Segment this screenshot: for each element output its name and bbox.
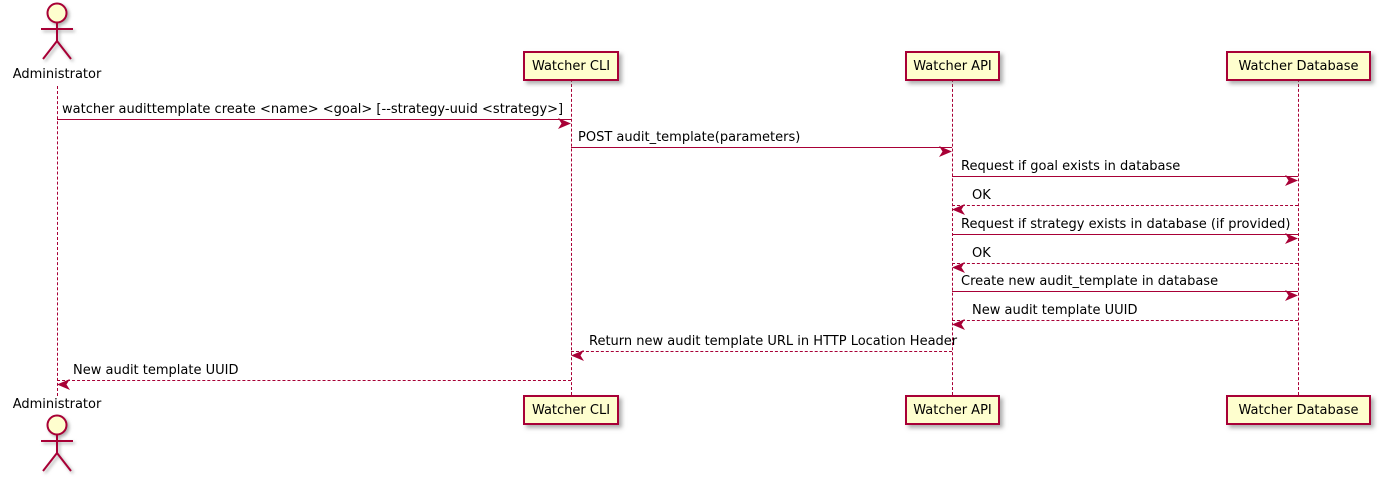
participant-label: Watcher CLI bbox=[531, 58, 611, 74]
message-label: Create new audit_template in database bbox=[961, 274, 1219, 289]
arrowhead-right-icon bbox=[939, 142, 952, 157]
message-line bbox=[952, 234, 1298, 235]
arrowhead-right-icon bbox=[1285, 229, 1298, 244]
message-line bbox=[952, 320, 1298, 321]
message-label: watcher audittemplate create <name> <goa… bbox=[62, 102, 564, 117]
participant-box-watcher-cli-bottom: Watcher CLI bbox=[523, 395, 619, 425]
message-label: New audit template UUID bbox=[972, 303, 1138, 318]
participant-box-watcher-api-bottom: Watcher API bbox=[905, 395, 1000, 425]
arrowhead-left-icon bbox=[571, 346, 584, 361]
message-line bbox=[952, 263, 1298, 264]
message-label: Request if strategy exists in database (… bbox=[961, 217, 1291, 232]
arrowhead-left-icon bbox=[952, 258, 965, 273]
actor-icon bbox=[35, 2, 79, 70]
message-label: OK bbox=[972, 246, 991, 261]
arrowhead-left-icon bbox=[57, 375, 70, 390]
message-line bbox=[571, 147, 952, 148]
participant-box-watcher-cli-top: Watcher CLI bbox=[523, 51, 619, 81]
message-line bbox=[57, 119, 571, 120]
lifeline-administrator bbox=[57, 86, 58, 396]
message-line bbox=[952, 291, 1298, 292]
message-label: Request if goal exists in database bbox=[961, 159, 1181, 174]
message-line bbox=[952, 205, 1298, 206]
participant-label: Watcher CLI bbox=[531, 402, 611, 418]
arrowhead-left-icon bbox=[952, 315, 965, 330]
participant-label: Watcher API bbox=[913, 58, 992, 74]
actor-label-top: Administrator bbox=[12, 67, 102, 82]
lifeline-watcher-cli bbox=[571, 79, 572, 395]
message-line bbox=[952, 176, 1298, 177]
participant-box-watcher-database-bottom: Watcher Database bbox=[1226, 395, 1371, 425]
arrowhead-left-icon bbox=[952, 200, 965, 215]
message-label: Return new audit template URL in HTTP Lo… bbox=[589, 334, 958, 349]
arrowhead-right-icon bbox=[558, 114, 571, 129]
participant-box-watcher-database-top: Watcher Database bbox=[1226, 51, 1371, 81]
participant-box-watcher-api-top: Watcher API bbox=[905, 51, 1000, 81]
message-label: New audit template UUID bbox=[73, 363, 239, 378]
participant-label: Watcher API bbox=[913, 402, 992, 418]
actor-icon bbox=[35, 414, 79, 482]
arrowhead-right-icon bbox=[1285, 171, 1298, 186]
message-line bbox=[571, 351, 952, 352]
lifeline-watcher-database bbox=[1298, 79, 1299, 395]
arrowhead-right-icon bbox=[1285, 286, 1298, 301]
actor-label-bottom: Administrator bbox=[12, 397, 102, 412]
message-label: OK bbox=[972, 188, 991, 203]
lifeline-watcher-api bbox=[952, 79, 953, 395]
message-label: POST audit_template(parameters) bbox=[578, 130, 801, 145]
participant-label: Watcher Database bbox=[1238, 402, 1359, 418]
message-line bbox=[57, 380, 571, 381]
participant-label: Watcher Database bbox=[1238, 58, 1359, 74]
